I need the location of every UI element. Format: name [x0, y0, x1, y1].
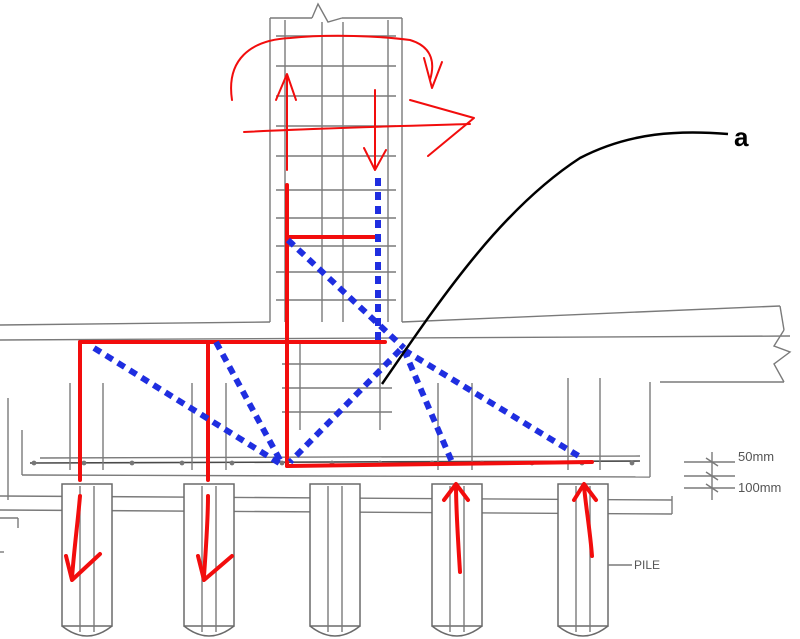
pile-callout: PILE	[608, 558, 660, 572]
annotation-a: a	[380, 122, 749, 385]
rebar-dot	[179, 460, 185, 466]
column	[269, 2, 403, 322]
pile	[61, 483, 113, 627]
cover-dimension: 50mm 100mm	[684, 449, 781, 500]
blue-compression-struts	[92, 178, 584, 469]
pile-bars	[69, 378, 601, 470]
rebar-dot	[229, 460, 235, 466]
cover-top-label: 50mm	[738, 449, 774, 464]
pile-label: PILE	[634, 558, 660, 572]
rebar-dot	[31, 460, 37, 466]
pile-break	[557, 625, 609, 637]
rebar-dot	[279, 460, 285, 466]
pile-break	[431, 625, 483, 637]
left-edge-marks	[0, 517, 19, 553]
red-load-path	[64, 34, 598, 582]
cover-bottom-label: 100mm	[738, 480, 781, 495]
starter-bars	[299, 340, 381, 430]
pile-break	[183, 625, 235, 637]
piles	[61, 483, 609, 637]
pile-break	[61, 625, 113, 637]
pile	[557, 483, 609, 627]
pile	[309, 483, 361, 627]
rebar-dot	[81, 460, 87, 466]
annotation-letter-a: a	[734, 122, 749, 152]
pile-break	[309, 625, 361, 637]
rebar-dot	[129, 460, 135, 466]
rebar-dot	[629, 460, 635, 466]
